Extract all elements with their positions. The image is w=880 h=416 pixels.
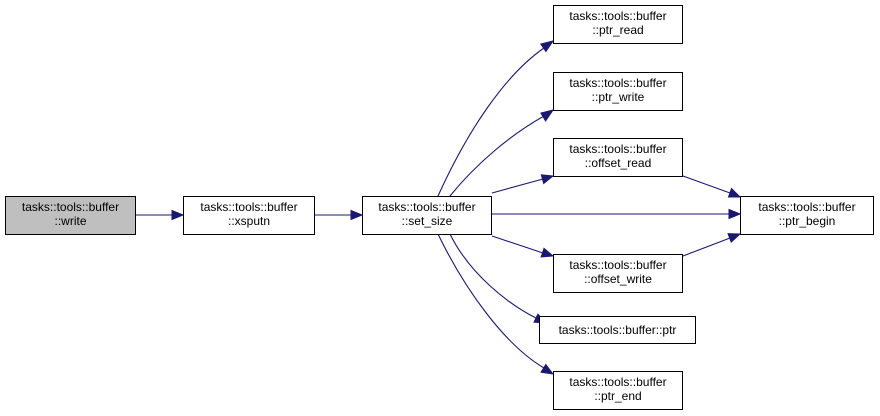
node-label-line1: tasks::tools::buffer::ptr	[559, 323, 677, 337]
node-label-line1: tasks::tools::buffer	[569, 9, 666, 23]
node-ptr_end[interactable]: tasks::tools::buffer ::ptr_end	[553, 371, 683, 410]
node-label-line1: tasks::tools::buffer	[569, 76, 666, 90]
arrowhead-xsputn	[171, 209, 185, 221]
node-box-current	[5, 196, 136, 235]
node-label-line2: ::ptr_read	[592, 23, 643, 37]
node-box	[553, 72, 683, 111]
node-box	[553, 371, 683, 410]
arrowhead-offset_read	[540, 174, 555, 185]
node-ptr_write[interactable]: tasks::tools::buffer ::ptr_write	[553, 72, 683, 111]
node-label-line2: ::ptr_begin	[779, 214, 836, 228]
edge-set_size-ptr_write	[449, 115, 545, 197]
arrowhead-set_size	[350, 209, 364, 221]
node-label-line1: tasks::tools::buffer	[200, 200, 297, 214]
arrowhead-ptr_begin-from-offset_read	[727, 187, 742, 198]
node-label-line2: ::ptr_write	[592, 90, 645, 104]
node-label-line1: tasks::tools::buffer	[378, 200, 475, 214]
node-label-line2: ::offset_write	[584, 272, 652, 286]
node-box	[183, 196, 315, 235]
node-label-line2: ::xsputn	[228, 214, 270, 228]
node-label-line1: tasks::tools::buffer	[569, 375, 666, 389]
edge-set_size-offset_write	[491, 235, 544, 254]
node-offset_read[interactable]: tasks::tools::buffer ::offset_read	[553, 138, 683, 177]
node-label-line1: tasks::tools::buffer	[569, 142, 666, 156]
edge-set_size-ptr	[449, 233, 537, 319]
node-box	[539, 316, 696, 344]
node-label-line2: ::write	[54, 214, 86, 228]
node-label-line2: ::ptr_end	[594, 389, 641, 403]
arrowhead-ptr_read	[539, 40, 555, 53]
node-box	[553, 138, 683, 177]
edge-offset_write-ptr_begin	[682, 237, 731, 257]
node-box	[362, 196, 492, 235]
node-xsputn[interactable]: tasks::tools::buffer ::xsputn	[183, 196, 315, 235]
arrowhead-ptr_write	[540, 109, 555, 122]
node-box	[740, 196, 874, 235]
edge-offset_read-ptr_begin	[682, 175, 731, 194]
node-label-line1: tasks::tools::buffer	[569, 258, 666, 272]
node-label-line1: tasks::tools::buffer	[22, 200, 119, 214]
node-offset_write[interactable]: tasks::tools::buffer ::offset_write	[553, 254, 683, 293]
arrowhead-offset_write	[540, 247, 555, 258]
node-label-line2: ::set_size	[402, 214, 453, 228]
edge-set_size-offset_read	[491, 178, 544, 194]
node-box	[553, 5, 683, 44]
node-ptr_begin[interactable]: tasks::tools::buffer ::ptr_begin	[740, 196, 874, 235]
arrowhead-ptr_end	[540, 363, 555, 375]
arrowhead-ptr_begin-main	[728, 208, 742, 220]
node-label-line2: ::offset_read	[585, 156, 652, 170]
arrowhead-ptr_begin-from-offset_write	[727, 233, 742, 243]
node-ptr[interactable]: tasks::tools::buffer::ptr	[539, 316, 696, 344]
node-box	[553, 254, 683, 293]
node-ptr_read[interactable]: tasks::tools::buffer ::ptr_read	[553, 5, 683, 44]
edge-set_size-ptr_read	[437, 47, 545, 197]
node-label-line1: tasks::tools::buffer	[758, 200, 855, 214]
node-write[interactable]: tasks::tools::buffer ::write	[5, 196, 136, 235]
edge-set_size-ptr_end	[437, 233, 545, 369]
node-set_size[interactable]: tasks::tools::buffer ::set_size	[362, 196, 492, 235]
